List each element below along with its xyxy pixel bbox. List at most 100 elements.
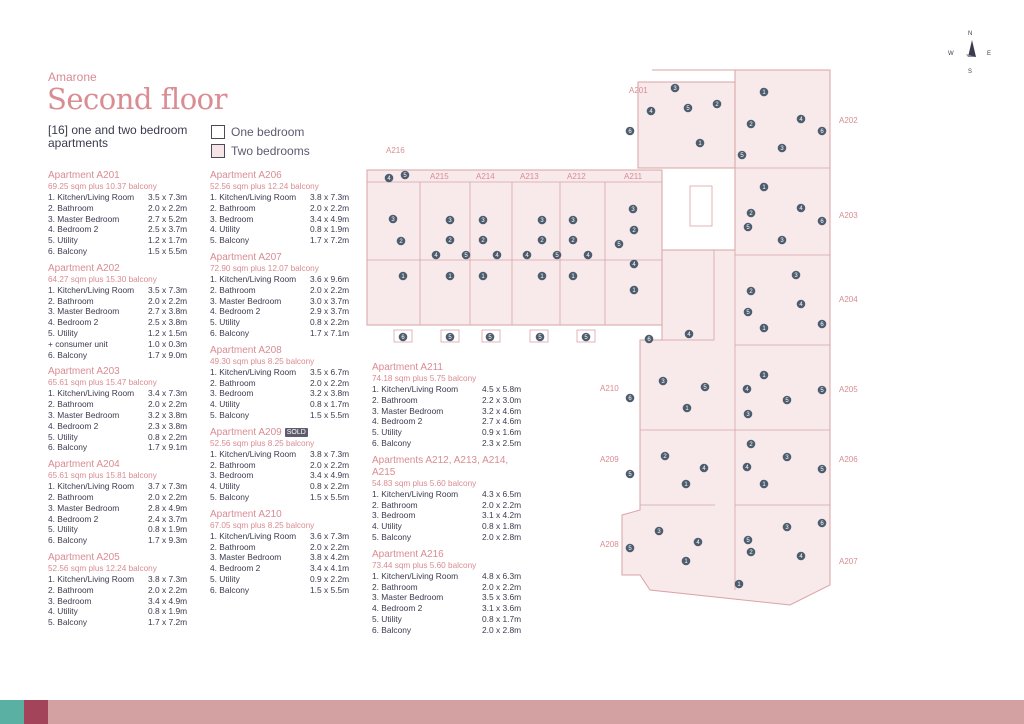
room-dimensions: 4.5 x 5.8m (482, 384, 522, 394)
room-dimensions: 0.8 x 1.8m (482, 521, 522, 532)
room-marker-number: 2 (632, 228, 636, 234)
room-name: 4. Bedroom 2 (210, 306, 261, 317)
apartment-name-text: Apartment A209 (210, 426, 282, 438)
room-marker-number: 4 (586, 253, 590, 259)
room-marker-number: 2 (749, 442, 753, 448)
room-marker-dot (746, 547, 756, 557)
room-name: 3. Master Bedroom (372, 405, 444, 416)
room-marker-dot (743, 409, 753, 419)
room-name: 3. Master Bedroom (210, 295, 282, 306)
room-name: 2. Bathroom (210, 459, 256, 470)
room-marker-number: 3 (785, 455, 789, 461)
room-name: 1. Kitchen/Living Room (48, 192, 135, 202)
room-dimensions: 3.4 x 4.9m (310, 470, 350, 481)
room-dimensions: 2.0 x 2.2m (310, 284, 350, 295)
room-row: 3. Master Bedroom 3.5 x 3.6m (372, 592, 522, 603)
room-name: 3. Master Bedroom (48, 409, 120, 420)
room-marker-dot (581, 332, 591, 342)
room-marker-dot (746, 439, 756, 449)
apartment-area: 72.90 sqm plus 12.07 balcony (210, 263, 319, 273)
room-marker-dot (396, 236, 406, 246)
room-marker-dot (782, 395, 792, 405)
apartment-name-text: Apartment A206 (210, 170, 282, 181)
room-name: 4. Utility (210, 399, 240, 410)
room-marker-number: 4 (387, 176, 391, 182)
room-dimensions: 2.7 x 4.6m (482, 416, 522, 427)
plan-label-a202: A202 (839, 116, 858, 125)
room-marker-dot (568, 235, 578, 245)
room-marker-dot (746, 286, 756, 296)
room-marker-dot (400, 170, 410, 180)
room-name: 3. Bedroom (210, 470, 254, 481)
room-marker-dot (625, 126, 635, 136)
room-dimensions: 2.0 x 2.2m (148, 295, 188, 306)
room-marker-number: 5 (584, 335, 588, 341)
room-name: 3. Master Bedroom (372, 592, 444, 603)
room-name: 5. Utility (48, 431, 78, 442)
room-marker-number: 1 (684, 482, 688, 488)
room-dimensions: 3.5 x 7.3m (148, 192, 188, 202)
room-name: 1. Kitchen/Living Room (48, 573, 135, 584)
plan-label-a204: A204 (839, 295, 858, 304)
apartment-name: Apartment A203 (48, 366, 198, 378)
room-marker-dot (398, 332, 408, 342)
legend-one-label: One bedroom (231, 124, 305, 139)
brand-name: Amarone (48, 70, 97, 84)
room-marker-number: 2 (540, 238, 544, 244)
room-dimensions: 0.9 x 2.2m (310, 573, 350, 584)
room-row: 4. Bedroom 2 2.5 x 3.7m (48, 224, 198, 235)
apartment-area: 73.44 sqm plus 5.60 balcony (372, 560, 477, 570)
room-marker-dot (478, 235, 488, 245)
room-dimensions: 2.7 x 5.2m (148, 213, 188, 224)
room-name: 4. Bedroom 2 (48, 224, 99, 235)
room-row: 1. Kitchen/Living Room 3.5 x 7.3m (48, 192, 198, 203)
room-dimensions: 2.5 x 3.7m (148, 224, 188, 235)
room-dimensions: 3.5 x 3.6m (482, 592, 522, 603)
room-name: 2. Bathroom (210, 541, 256, 552)
room-marker-number: 4 (745, 387, 749, 393)
room-name: 1. Kitchen/Living Room (210, 448, 297, 459)
legend-two-bedrooms: Two bedrooms (211, 141, 310, 160)
apartment-area: 74.18 sqm plus 5.75 balcony (372, 374, 477, 383)
room-marker-number: 1 (762, 482, 766, 488)
room-dimensions: 2.0 x 2.2m (310, 541, 350, 552)
room-marker-number: 4 (696, 540, 700, 546)
room-name: 2. Bathroom (210, 202, 256, 213)
room-marker-number: 1 (685, 406, 689, 412)
room-marker-dot (742, 462, 752, 472)
room-marker-dot (388, 214, 398, 224)
room-name: 1. Kitchen/Living Room (48, 481, 135, 492)
room-marker-dot (485, 332, 495, 342)
room-marker-number: 5 (785, 398, 789, 404)
footer-accent-maroon (24, 700, 48, 724)
room-marker-dot (693, 537, 703, 547)
room-marker-dot (670, 83, 680, 93)
plan-label-a206: A206 (839, 455, 858, 464)
room-marker-dot (682, 403, 692, 413)
room-dimensions: 4.8 x 6.3m (482, 570, 522, 581)
room-dimensions: 2.7 x 3.8m (148, 306, 188, 317)
room-dimensions: 3.8 x 7.3m (310, 192, 350, 202)
